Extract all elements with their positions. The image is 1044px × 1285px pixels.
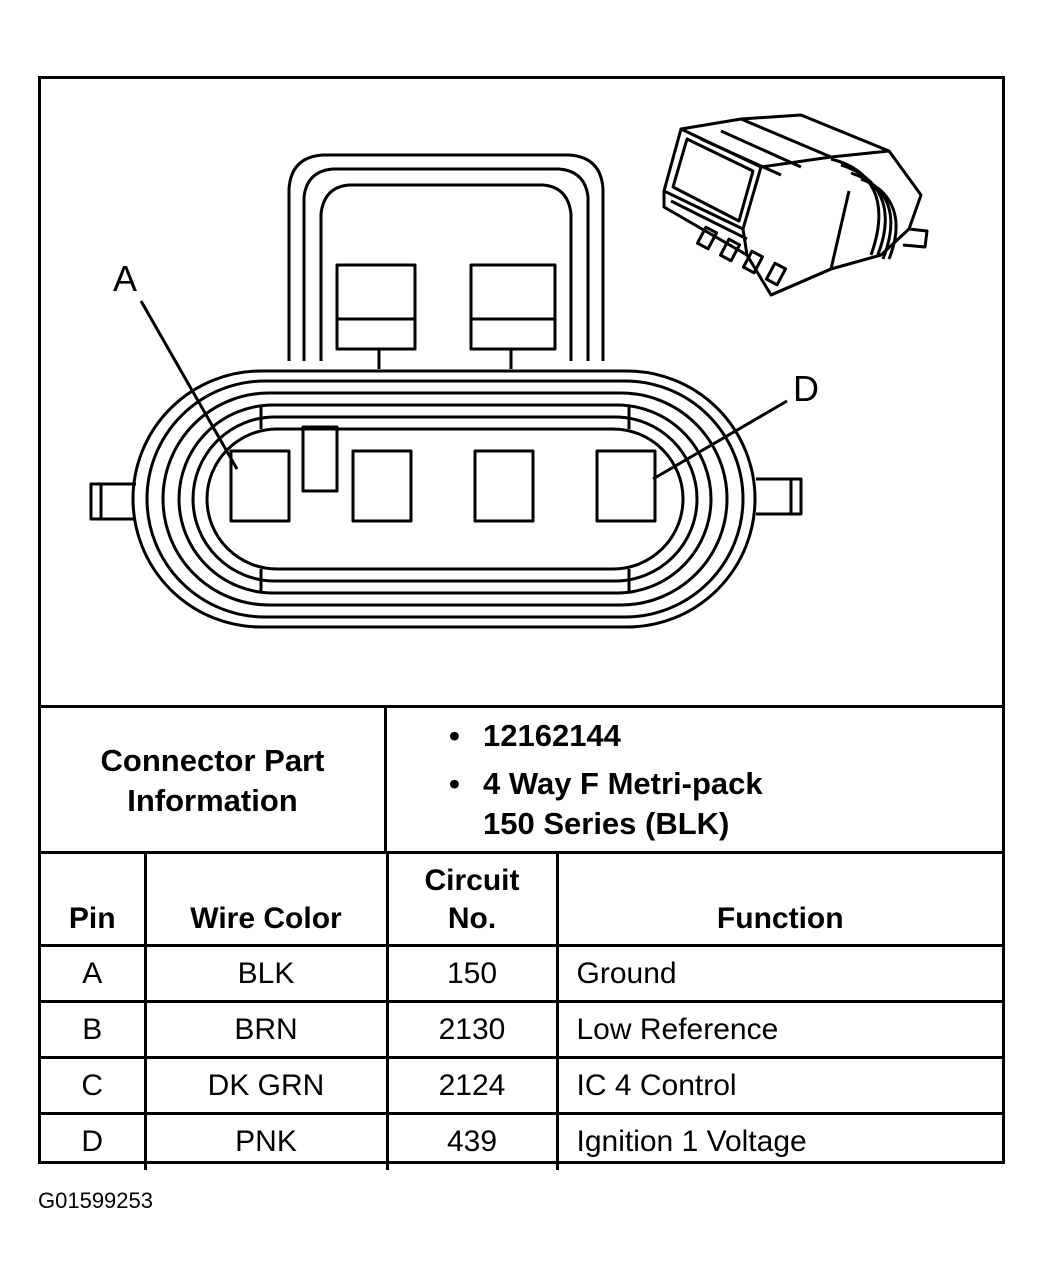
cavity-c (473, 449, 535, 523)
cell-function: Ground (555, 944, 1002, 1003)
header-wire-color: Wire Color (143, 851, 389, 947)
polarization-key (301, 425, 339, 493)
locking-tab (287, 153, 605, 369)
pinout-table: Pin Wire Color Circuit No. Function A BL… (41, 851, 1002, 1170)
cell-pin: B (41, 1000, 147, 1059)
header-circuit-line1: Circuit (424, 864, 520, 897)
bullet: • (449, 718, 460, 753)
pin-letter-d: D (793, 368, 819, 409)
header-pin: Pin (41, 851, 147, 947)
cell-circuit: 2130 (385, 1000, 559, 1059)
cell-wire-color: PNK (143, 1112, 389, 1170)
cell-circuit: 2124 (385, 1056, 559, 1115)
figure-id: G01599253 (38, 1188, 153, 1213)
part-description-line1: 4 Way F Metri-pack (483, 766, 763, 801)
cell-function: IC 4 Control (555, 1056, 1002, 1115)
connector-thumbnail (662, 113, 929, 297)
cavity-a (229, 449, 291, 523)
table-row: D PNK 439 Ignition 1 Voltage (41, 1112, 1002, 1170)
part-number-item: • 12162144 (449, 716, 1002, 756)
part-info-values: • 12162144 • 4 Way F Metri-pack 150 Seri… (387, 708, 1002, 851)
cell-pin: C (41, 1056, 147, 1115)
header-circuit-line2: No. (447, 902, 497, 935)
part-number: 12162144 (483, 718, 621, 753)
cell-wire-color: DK GRN (143, 1056, 389, 1115)
cell-wire-color: BLK (143, 944, 389, 1003)
cavity-d (595, 449, 657, 523)
cell-pin: A (41, 944, 147, 1003)
cavity-b (351, 449, 413, 523)
table-row: C DK GRN 2124 IC 4 Control (41, 1056, 1002, 1115)
pin-letter-a: A (113, 258, 137, 299)
table-header-row: Pin Wire Color Circuit No. Function (41, 851, 1002, 947)
cell-function: Low Reference (555, 1000, 1002, 1059)
part-description-item: • 4 Way F Metri-pack 150 Series (BLK) (449, 764, 1002, 844)
connector-face-drawing: A D (89, 113, 929, 629)
connector-body (131, 369, 757, 629)
cell-circuit: 439 (385, 1112, 559, 1170)
table-row: A BLK 150 Ground (41, 944, 1002, 1003)
part-info-label-line1: Connector Part (100, 742, 325, 778)
bullet: • (449, 766, 460, 801)
header-function: Function (555, 851, 1002, 947)
cell-circuit: 150 (385, 944, 559, 1003)
connector-diagram: A D (41, 79, 1002, 705)
cell-wire-color: BRN (143, 1000, 389, 1059)
part-info-label-line2: Information (127, 782, 298, 818)
cell-pin: D (41, 1112, 147, 1170)
part-info-label: Connector Part Information (41, 708, 387, 851)
connector-part-info: Connector Part Information • 12162144 • … (41, 705, 1002, 851)
leader-line-d (652, 399, 788, 481)
part-description-line2: 150 Series (BLK) (483, 806, 730, 841)
header-circuit-no: Circuit No. (385, 851, 559, 947)
connector-figure-frame: A D (38, 76, 1005, 1170)
table-row: B BRN 2130 Low Reference (41, 1000, 1002, 1059)
side-ears (89, 477, 803, 521)
leader-line-a (139, 300, 239, 470)
cell-function: Ignition 1 Voltage (555, 1112, 1002, 1170)
